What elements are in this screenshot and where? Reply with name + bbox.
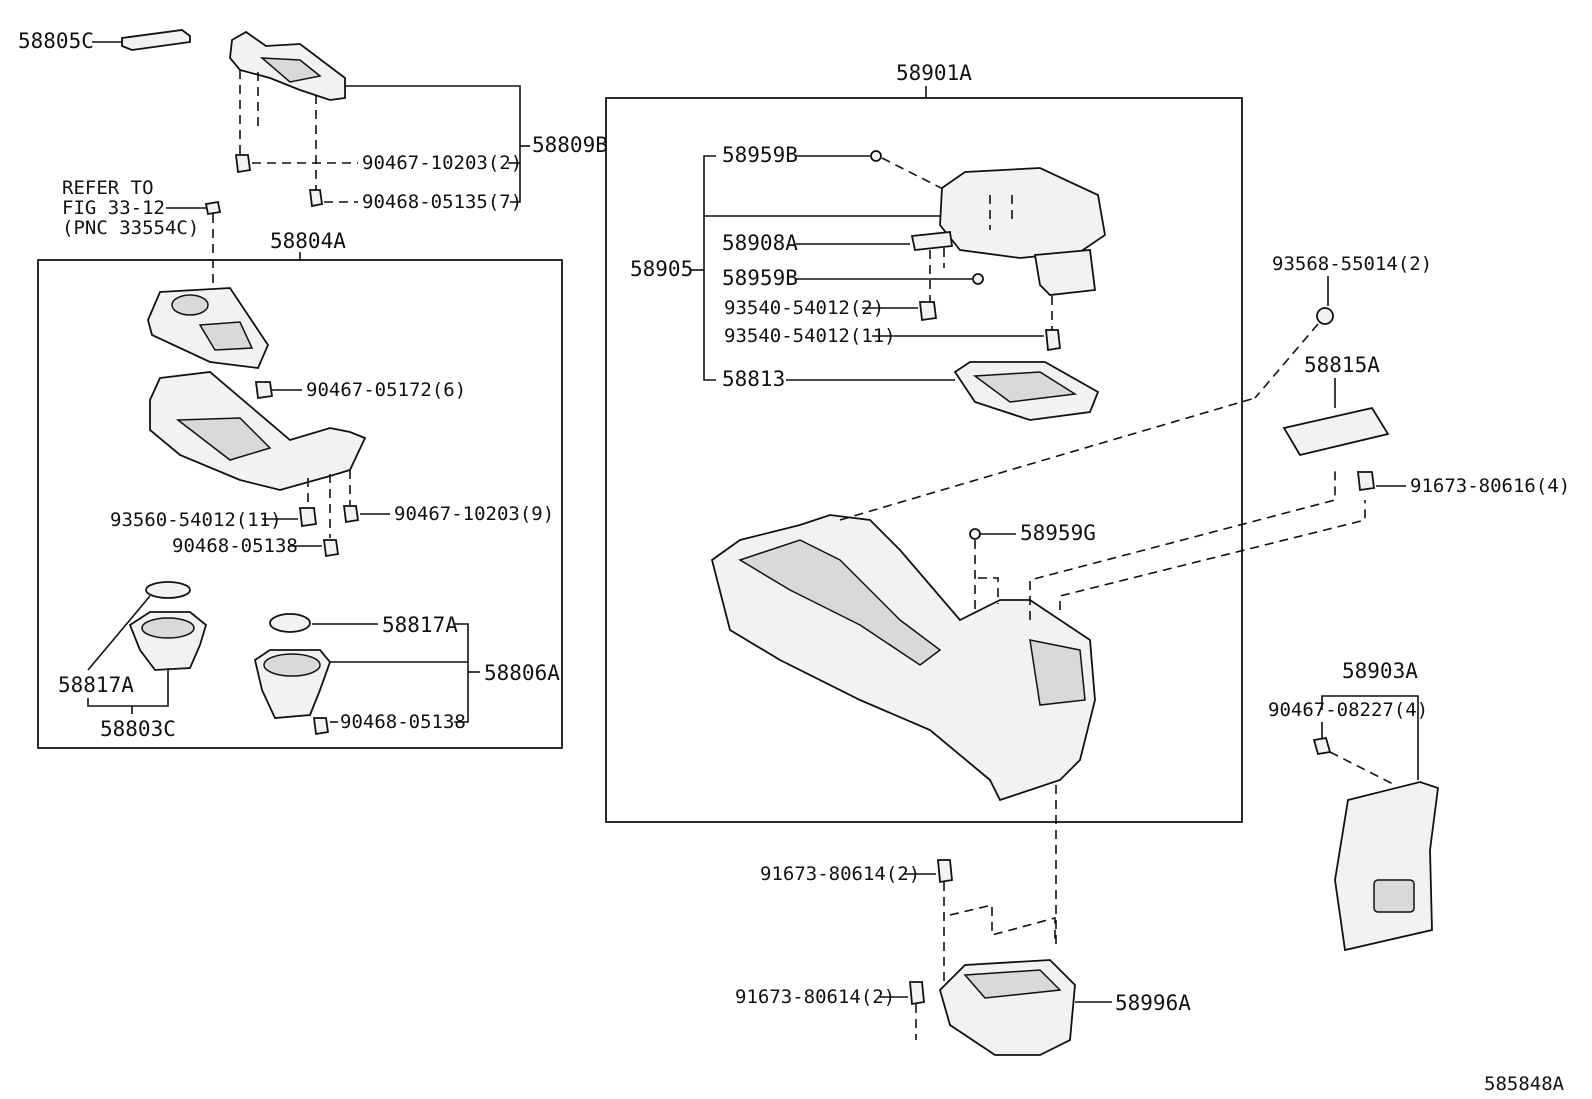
- dash-58959G-2: [978, 577, 999, 604]
- refer-line-3: (PNC 33554C): [62, 217, 199, 239]
- label-58905: 58905: [630, 257, 693, 281]
- console-body-channel: [738, 539, 942, 666]
- bolt-91673-80614-a: [937, 859, 953, 884]
- rear-panel-vent: [1373, 879, 1415, 913]
- clip-refer: [204, 200, 222, 216]
- bolt-93560: [298, 507, 318, 528]
- ring-58817A-left: [145, 581, 191, 599]
- refer-line-1: REFER TO: [62, 177, 154, 199]
- label-93540-54012-11: 93540-54012(11): [724, 325, 896, 347]
- clip-90468-05138-a: [322, 539, 340, 558]
- clip-90468-05135: [308, 189, 324, 208]
- bolt-93540-11: [1045, 329, 1061, 352]
- dash-91673-80616: [1059, 500, 1366, 610]
- leader-58817A-left: [87, 595, 151, 671]
- bracket-58905: [703, 155, 716, 381]
- group-box-58901A: [605, 97, 1243, 823]
- bolt-93540-2: [918, 301, 938, 322]
- clip-90467-05172: [254, 381, 274, 400]
- label-58803C: 58803C: [100, 717, 176, 741]
- figure-id: 585848A: [1484, 1073, 1565, 1095]
- dash-93568: [839, 397, 1256, 521]
- label-90467-10203-2: 90467-10203(2): [362, 152, 522, 174]
- refer-line-2: FIG 33-12: [62, 197, 165, 219]
- bracket-58903A: [1321, 695, 1419, 780]
- console-upper-panel-recess: [175, 417, 272, 461]
- shift-hole: [171, 294, 209, 316]
- cup-58803C-top: [141, 617, 195, 639]
- label-58817A-left: 58817A: [58, 673, 134, 697]
- label-58959G: 58959G: [1020, 521, 1096, 545]
- cover-58805C: [121, 29, 191, 51]
- console-body-pocket: [1029, 639, 1086, 706]
- armrest-lid: [939, 167, 1106, 259]
- label-91673-80616-4: 91673-80616(4): [1410, 475, 1570, 497]
- label-58959B-1: 58959B: [722, 143, 798, 167]
- label-58804A: 58804A: [270, 229, 346, 253]
- label-58996A: 58996A: [1115, 991, 1191, 1015]
- shift-plate: [198, 321, 254, 351]
- label-91673-80614-2a: 91673-80614(2): [760, 863, 920, 885]
- latch-58908A: [910, 231, 954, 251]
- dash-58815A: [1029, 470, 1336, 620]
- label-93540-54012-2: 93540-54012(2): [724, 297, 884, 319]
- bracket-58996A-top: [963, 969, 1062, 999]
- armrest-hinge: [1033, 249, 1097, 296]
- bolt-91673-80616: [1356, 471, 1376, 492]
- pad-58959G: [969, 528, 981, 540]
- label-90467-10203-9: 90467-10203(9): [394, 503, 554, 525]
- ring-58817A-right: [269, 613, 311, 633]
- label-90467-08227-4: 90467-08227(4): [1268, 699, 1428, 721]
- pad-58959B-1: [870, 150, 882, 162]
- label-58815A: 58815A: [1304, 353, 1380, 377]
- label-58813: 58813: [722, 367, 785, 391]
- pad-58959B-2: [972, 273, 984, 285]
- bracket-58803C: [87, 668, 169, 707]
- cup-58806A-top: [263, 653, 321, 677]
- bolt-91673-80614-b: [909, 981, 925, 1006]
- label-90468-05138-b: 90468-05138: [340, 711, 466, 733]
- console-upper-panel: [149, 371, 367, 491]
- label-93568-55014-2: 93568-55014(2): [1272, 253, 1432, 275]
- clip-90467-10203: [234, 154, 252, 174]
- bracket-58809B: [345, 85, 521, 203]
- label-93560-54012-11: 93560-54012(11): [110, 509, 282, 531]
- dash-90467-08227: [1329, 751, 1396, 786]
- clip-90467-10203-9: [342, 505, 360, 524]
- screw-93568: [1316, 307, 1334, 325]
- mat-58815A: [1282, 406, 1390, 457]
- label-58959B-2: 58959B: [722, 266, 798, 290]
- tray-58813-inner: [972, 371, 1078, 403]
- group-box-58804A: [37, 259, 563, 749]
- label-58908A: 58908A: [722, 231, 798, 255]
- panel-58809B-detail: [259, 57, 322, 83]
- clip-90467-08227: [1312, 736, 1332, 756]
- label-58903A: 58903A: [1342, 659, 1418, 683]
- label-58809B: 58809B: [532, 133, 608, 157]
- bracket-58806A: [454, 623, 469, 723]
- label-90468-05135-7: 90468-05135(7): [362, 191, 522, 213]
- label-58817A-right: 58817A: [382, 613, 458, 637]
- label-90467-05172-6: 90467-05172(6): [306, 379, 466, 401]
- label-90468-05138-a: 90468-05138: [172, 535, 298, 557]
- dash-bracket-outline: [949, 903, 1056, 940]
- rear-panel-58903A: [1334, 781, 1439, 952]
- dash-93568-b: [1254, 323, 1319, 399]
- dash-58959B-1: [881, 157, 946, 191]
- label-91673-80614-2b: 91673-80614(2): [735, 986, 895, 1008]
- label-58901A: 58901A: [896, 61, 972, 85]
- clip-90468-05138-b: [312, 717, 330, 736]
- label-58806A: 58806A: [484, 661, 560, 685]
- label-58805C: 58805C: [18, 29, 94, 53]
